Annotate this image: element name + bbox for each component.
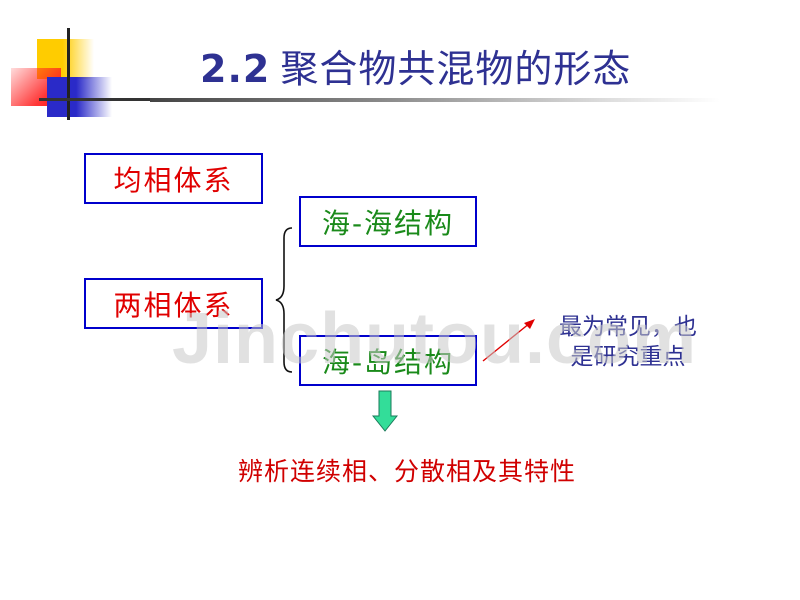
down-arrow-icon	[372, 390, 398, 432]
sea-sea-structure-box: 海-海结构	[299, 196, 477, 247]
curly-brace-icon	[275, 227, 293, 373]
pointer-arrow-icon	[482, 319, 535, 362]
sea-island-structure-label: 海-岛结构	[321, 345, 455, 379]
note-text: 最为常见，也 是研究重点	[543, 312, 713, 372]
homogeneous-system-label: 均相体系	[113, 163, 234, 197]
conclusion-text: 辨析连续相、分散相及其特性	[238, 457, 577, 486]
title-text: 聚合物共混物的形态	[280, 47, 632, 91]
watermark: Jinchutou.com	[172, 299, 698, 379]
two-phase-system-box: 两相体系	[84, 278, 263, 329]
homogeneous-system-box: 均相体系	[84, 153, 263, 204]
title-number: 2.2	[200, 47, 271, 91]
note-line-2: 是研究重点	[570, 344, 686, 370]
two-phase-system-label: 两相体系	[113, 288, 234, 322]
note-line-1: 最为常见，也	[559, 314, 697, 340]
decorative-vertical-line	[67, 28, 70, 120]
decorative-blue-square	[47, 77, 112, 117]
sea-sea-structure-label: 海-海结构	[321, 206, 455, 240]
decorative-horizontal-line	[39, 98, 159, 101]
sea-island-structure-box: 海-岛结构	[299, 335, 477, 386]
title-underline	[150, 98, 720, 102]
